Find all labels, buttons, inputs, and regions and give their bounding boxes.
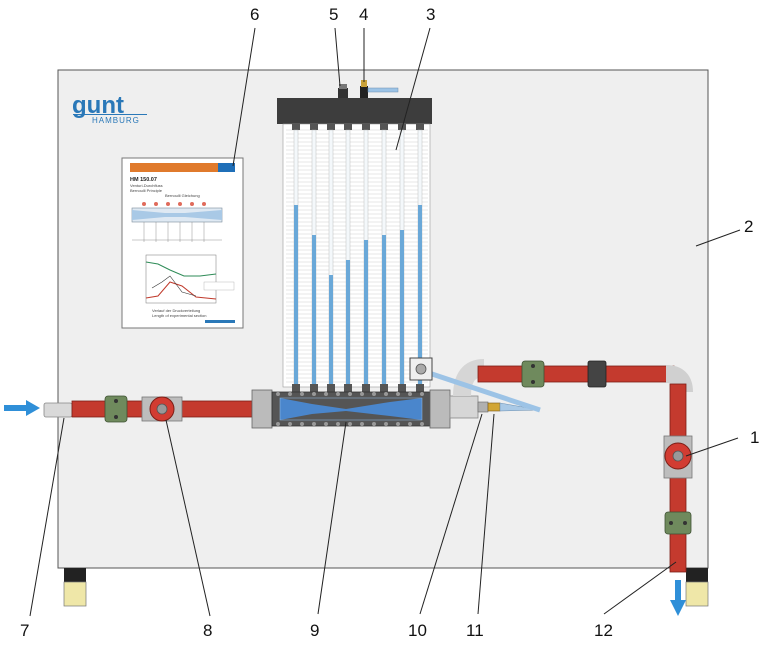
callout-6: 6 (250, 5, 259, 24)
union-coupling (587, 360, 607, 388)
flange-bolt (420, 422, 424, 426)
callout-4: 4 (359, 5, 368, 24)
callout-12: 12 (594, 621, 613, 640)
tube-cap (380, 124, 388, 130)
foot-left (63, 568, 87, 607)
callout-10: 10 (408, 621, 427, 640)
water-column (346, 260, 350, 385)
air-valve[interactable] (338, 84, 348, 98)
ball-valve-inlet[interactable] (141, 396, 183, 422)
water-column (418, 205, 422, 385)
tube-connector (362, 384, 370, 392)
flange-bolt (360, 392, 364, 396)
connecting-hose (409, 357, 541, 413)
flange-bolt (300, 392, 304, 396)
tube-connector (310, 384, 318, 392)
venturi-tube (251, 389, 451, 429)
svg-text:Verlauf der Druckverteilung: Verlauf der Druckverteilung (152, 308, 200, 313)
water-column (382, 235, 386, 385)
svg-text:Bernoulli Gleichung: Bernoulli Gleichung (165, 193, 200, 198)
water-column (312, 235, 316, 385)
flange-bolt (312, 422, 316, 426)
flange-bolt (300, 422, 304, 426)
tube-cap (416, 124, 424, 130)
inflow-arrow-icon (4, 400, 40, 416)
flange-bolt (408, 422, 412, 426)
flange-bolt (420, 392, 424, 396)
flange-bolt (396, 422, 400, 426)
flange-bolt (408, 392, 412, 396)
pipe-clamp (104, 395, 128, 423)
tube-cap (292, 124, 300, 130)
flange-bolt (288, 422, 292, 426)
water-column (294, 205, 298, 385)
tube-connector (292, 384, 300, 392)
flange-bolt (396, 392, 400, 396)
flange-bolt (312, 392, 316, 396)
pipe-clamp-bottom (664, 511, 692, 535)
outflow-arrow-icon (670, 580, 686, 616)
tube-manometer (277, 98, 432, 392)
svg-text:Length of experimental section: Length of experimental section (152, 313, 206, 318)
instruction-sheet: HM 150.07 Venturi-Durchfluss Bernoulli P… (121, 157, 244, 329)
callout-labels: 1 2 3 4 5 6 7 8 9 10 11 12 (20, 5, 759, 640)
flange-bolt (324, 422, 328, 426)
tube-cap (362, 124, 370, 130)
flange-bolt (348, 422, 352, 426)
vent-valve[interactable] (360, 80, 399, 98)
flange-bolt (336, 392, 340, 396)
callout-11: 11 (466, 621, 484, 640)
tube-connector (380, 384, 388, 392)
flange-bolt (384, 422, 388, 426)
callout-2: 2 (744, 217, 753, 236)
callout-9: 9 (310, 621, 319, 640)
pipe-clamp-top (521, 360, 545, 388)
svg-text:HAMBURG: HAMBURG (92, 116, 140, 125)
tube-cap (344, 124, 352, 130)
flange-bolt (288, 392, 292, 396)
water-column (400, 230, 404, 385)
flange-bolt (336, 422, 340, 426)
flange-bolt (360, 422, 364, 426)
flange-bolt (324, 392, 328, 396)
ball-valve-outlet[interactable] (663, 435, 693, 479)
callout-1: 1 (750, 428, 759, 447)
callout-3: 3 (426, 5, 435, 24)
flange-bolt (372, 422, 376, 426)
callout-5: 5 (329, 5, 338, 24)
water-column (364, 240, 368, 385)
tube-cap (327, 124, 335, 130)
svg-text:Venturi-Durchfluss: Venturi-Durchfluss (130, 183, 163, 188)
flange-bolt (372, 392, 376, 396)
manometer-scale (286, 129, 428, 383)
tube-connector (327, 384, 335, 392)
svg-text:Bernoulli Principle: Bernoulli Principle (130, 188, 163, 193)
callout-8: 8 (203, 621, 212, 640)
tube-cap (310, 124, 318, 130)
flange-bolt (348, 392, 352, 396)
water-column (329, 275, 333, 385)
callout-7: 7 (20, 621, 29, 640)
flange-bolt (276, 422, 280, 426)
foot-right (685, 568, 709, 607)
tube-connector (416, 384, 424, 392)
tube-connector (344, 384, 352, 392)
flange-bolt (276, 392, 280, 396)
gunt-logo: gunt HAMBURG (72, 92, 147, 125)
flange-bolt (384, 392, 388, 396)
svg-text:HM 150.07: HM 150.07 (130, 177, 157, 183)
tube-connector (398, 384, 406, 392)
leader-lines (29, 27, 741, 617)
